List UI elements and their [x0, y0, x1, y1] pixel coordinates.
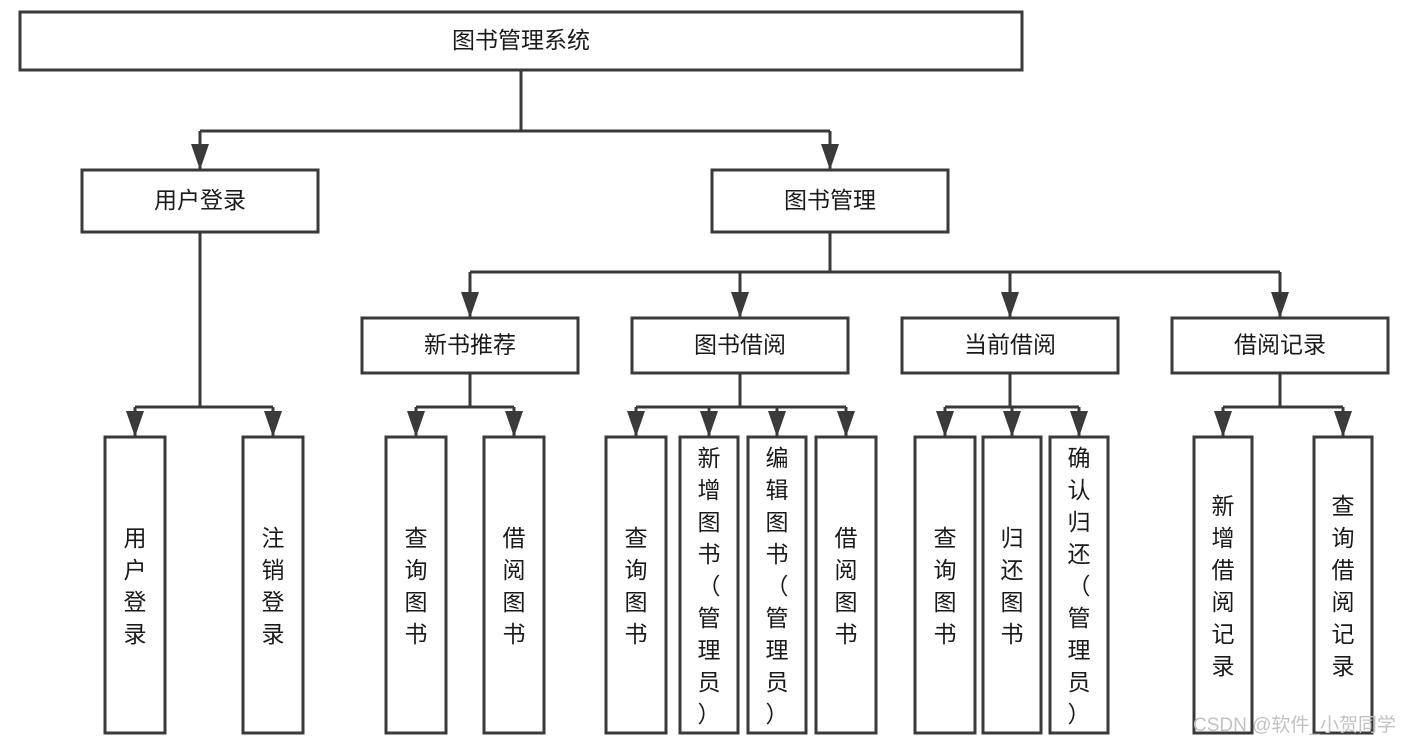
node-label: 新增图书（管理员） — [698, 445, 721, 727]
arrow-head-icon — [1271, 292, 1289, 318]
node-编辑图书管理员-leaf[interactable]: 编辑图书（管理员） — [746, 435, 808, 735]
node-border — [1312, 435, 1374, 735]
arrow-head-icon — [1070, 411, 1088, 437]
node-label: 用户登录 — [154, 187, 246, 213]
node-label: 查询借阅记录 — [1332, 493, 1355, 679]
node-border — [360, 316, 580, 375]
node-border — [913, 435, 977, 735]
arrow-head-icon — [407, 411, 425, 437]
node-label: 编辑图书（管理员） — [766, 445, 789, 727]
node-label: 查询图书 — [625, 525, 648, 647]
node-border — [900, 316, 1120, 375]
node-border — [482, 435, 546, 735]
node-label: 借阅图书 — [503, 525, 526, 647]
arrow-head-icon — [700, 411, 718, 437]
node-新增借阅记录-leaf[interactable]: 新增借阅记录 — [1192, 435, 1254, 735]
arrow-head-icon — [461, 292, 479, 318]
arrow-head-icon — [1001, 292, 1019, 318]
node-label: 图书管理系统 — [452, 27, 590, 53]
node-border — [1170, 316, 1390, 375]
node-归还图书-leaf[interactable]: 归还图书 — [981, 435, 1043, 735]
arrow-head-icon — [126, 411, 144, 437]
node-border — [814, 435, 878, 735]
node-注销登录-leaf[interactable]: 注销登录 — [241, 435, 305, 735]
arrow-head-icon — [264, 411, 282, 437]
node-label: 图书借阅 — [694, 332, 786, 358]
node-图书管理系统-root[interactable]: 图书管理系统 — [18, 10, 1024, 72]
node-border — [1048, 435, 1110, 735]
node-label: 确认归还（管理员） — [1068, 445, 1091, 727]
node-border — [710, 168, 950, 234]
node-label: 查询图书 — [934, 525, 957, 647]
node-查询图书-leaf[interactable]: 查询图书 — [913, 435, 977, 735]
node-用户登录-leaf[interactable]: 用户登录 — [103, 435, 167, 735]
arrow-head-icon — [731, 292, 749, 318]
node-border — [80, 168, 320, 234]
node-label: 查询图书 — [405, 525, 428, 647]
node-label: 借阅图书 — [835, 525, 858, 647]
arrow-head-icon — [627, 411, 645, 437]
node-label: 借阅记录 — [1234, 332, 1326, 358]
node-当前借阅-level2[interactable]: 当前借阅 — [900, 316, 1120, 375]
node-label: 归还图书 — [1001, 525, 1024, 647]
node-借阅图书-leaf[interactable]: 借阅图书 — [814, 435, 878, 735]
node-border — [604, 435, 668, 735]
node-border — [678, 435, 740, 735]
node-借阅记录-level2[interactable]: 借阅记录 — [1170, 316, 1390, 375]
node-border — [103, 435, 167, 735]
node-新增图书管理员-leaf[interactable]: 新增图书（管理员） — [678, 435, 740, 735]
arrow-head-icon — [1214, 411, 1232, 437]
node-border — [746, 435, 808, 735]
node-border — [981, 435, 1043, 735]
node-border — [384, 435, 448, 735]
node-借阅图书-leaf[interactable]: 借阅图书 — [482, 435, 546, 735]
connector-layer — [126, 70, 1352, 437]
arrow-head-icon — [768, 411, 786, 437]
node-新书推荐-level2[interactable]: 新书推荐 — [360, 316, 580, 375]
node-border — [18, 10, 1024, 72]
node-查询图书-leaf[interactable]: 查询图书 — [384, 435, 448, 735]
arrow-head-icon — [191, 144, 209, 170]
node-layer: 图书管理系统用户登录图书管理新书推荐图书借阅当前借阅借阅记录用户登录注销登录查询… — [18, 10, 1390, 735]
node-确认归还管理员-leaf[interactable]: 确认归还（管理员） — [1048, 435, 1110, 735]
node-border — [241, 435, 305, 735]
node-label: 注销登录 — [262, 525, 285, 647]
node-label: 图书管理 — [784, 187, 876, 213]
arrow-head-icon — [936, 411, 954, 437]
arrow-head-icon — [1003, 411, 1021, 437]
node-label: 当前借阅 — [964, 332, 1056, 358]
arrow-head-icon — [505, 411, 523, 437]
node-用户登录-level1[interactable]: 用户登录 — [80, 168, 320, 234]
node-border — [1192, 435, 1254, 735]
arrow-head-icon — [821, 144, 839, 170]
node-label: 用户登录 — [124, 525, 147, 647]
node-查询图书-leaf[interactable]: 查询图书 — [604, 435, 668, 735]
node-label: 新增借阅记录 — [1212, 493, 1235, 679]
node-图书管理-level1[interactable]: 图书管理 — [710, 168, 950, 234]
arrow-head-icon — [1334, 411, 1352, 437]
csdn-watermark: CSDN @软件_小贺同学 — [1193, 714, 1396, 736]
arrow-head-icon — [837, 411, 855, 437]
node-图书借阅-level2[interactable]: 图书借阅 — [630, 316, 850, 375]
node-label: 新书推荐 — [424, 332, 516, 358]
node-border — [630, 316, 850, 375]
node-查询借阅记录-leaf[interactable]: 查询借阅记录 — [1312, 435, 1374, 735]
